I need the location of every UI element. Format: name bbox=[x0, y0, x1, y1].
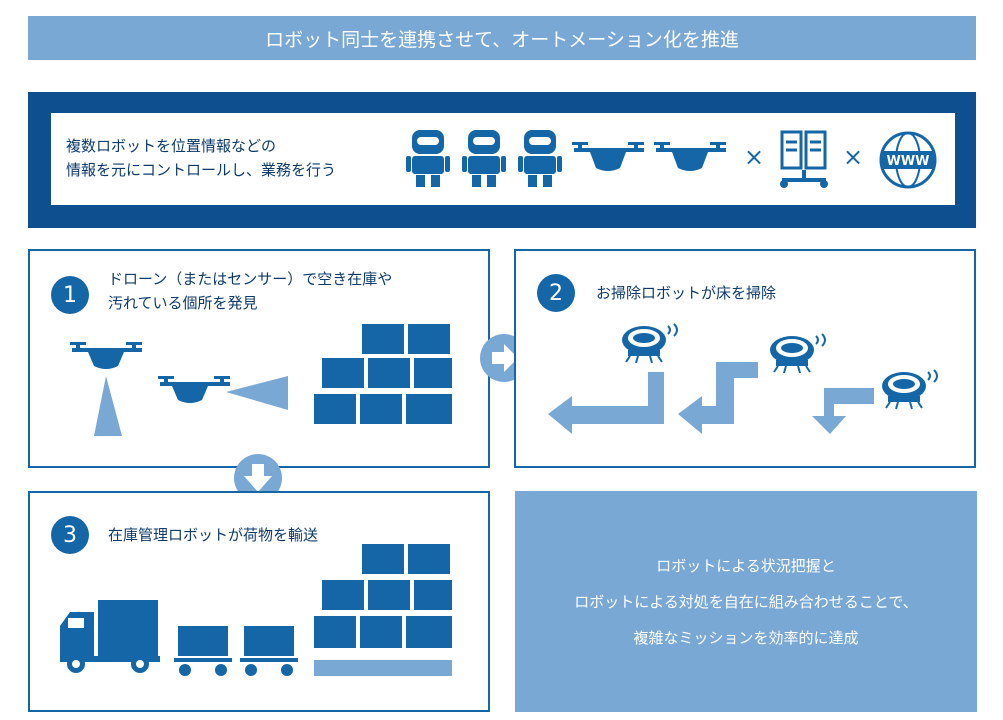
robot-icon bbox=[518, 130, 562, 187]
cleaning-path-illustration bbox=[548, 323, 938, 434]
summary-panel: ロボットによる状況把握と ロボットによる対処を自在に組み合わせることで、 複雑な… bbox=[515, 491, 977, 712]
times-symbol-1: × bbox=[744, 143, 765, 171]
step-1-description: ドローン（またはセンサー）で空き在庫や 汚れている個所を発見 bbox=[108, 267, 392, 315]
truck-icon bbox=[60, 600, 160, 673]
cleaning-robot-icon bbox=[882, 369, 938, 410]
drone-icon bbox=[158, 376, 230, 403]
times-symbol-2: × bbox=[843, 143, 864, 171]
drone-icon bbox=[654, 142, 726, 171]
step-3-description: 在庫管理ロボットが荷物を輸送 bbox=[108, 523, 318, 547]
sensor-beam-down bbox=[94, 376, 122, 436]
title-text: ロボット同士を連携させて、オートメーション化を推進 bbox=[265, 28, 739, 51]
path-arrow-3 bbox=[812, 388, 874, 434]
globe-www-label: WWW bbox=[886, 154, 929, 169]
step-2-description: お掃除ロボットが床を掃除 bbox=[596, 281, 776, 305]
step-2-line-1: お掃除ロボットが床を掃除 bbox=[596, 284, 777, 302]
cleaning-robot-icon bbox=[770, 333, 826, 374]
drone-icon bbox=[70, 342, 142, 369]
title-banner: ロボット同士を連携させて、オートメーション化を推進 bbox=[28, 16, 976, 60]
box-stack-3 bbox=[314, 544, 452, 676]
step-3-line-1: 在庫管理ロボットが荷物を輸送 bbox=[108, 526, 319, 544]
path-arrow-1 bbox=[548, 372, 664, 434]
drone-icons bbox=[572, 142, 726, 171]
robot-icon bbox=[406, 130, 450, 187]
top-description: 複数ロボットを位置情報などの 情報を元にコントロールし、業務を行う bbox=[66, 134, 396, 182]
robot-icons bbox=[406, 130, 562, 187]
step-3-number: 3 bbox=[51, 516, 89, 554]
step-2-number: 2 bbox=[537, 274, 575, 312]
top-line-2: 情報を元にコントロールし、業務を行う bbox=[66, 161, 337, 179]
step-1-line-2: 汚れている個所を発見 bbox=[108, 294, 258, 312]
step-1-line-1: ドローン（またはセンサー）で空き在庫や bbox=[108, 270, 393, 288]
robot-icon bbox=[462, 130, 506, 187]
cart-icon bbox=[174, 626, 232, 676]
drone-icon bbox=[572, 142, 644, 171]
server-icon bbox=[780, 130, 828, 188]
cleaning-robot-icon bbox=[622, 323, 678, 364]
summary-line-1: ロボットによる状況把握と bbox=[656, 557, 836, 575]
step-1-number: 1 bbox=[51, 276, 89, 314]
empty-shelf-slot bbox=[314, 660, 452, 676]
box-stack-1 bbox=[314, 324, 452, 424]
summary-line-3: 複雑なミッションを効率的に達成 bbox=[633, 629, 859, 647]
cart-icon bbox=[240, 626, 298, 676]
truck-carts-illustration bbox=[60, 600, 298, 676]
globe-www-icon: WWW bbox=[879, 131, 937, 189]
summary-line-2: ロボットによる対処を自在に組み合わせることで、 bbox=[574, 593, 918, 611]
arrow-down-icon bbox=[234, 454, 282, 502]
drone-scan-illustration bbox=[70, 342, 288, 436]
sensor-beam-side bbox=[226, 376, 288, 410]
step-2-panel bbox=[514, 249, 976, 468]
top-line-1: 複数ロボットを位置情報などの bbox=[66, 137, 277, 155]
path-arrow-2 bbox=[678, 362, 758, 434]
